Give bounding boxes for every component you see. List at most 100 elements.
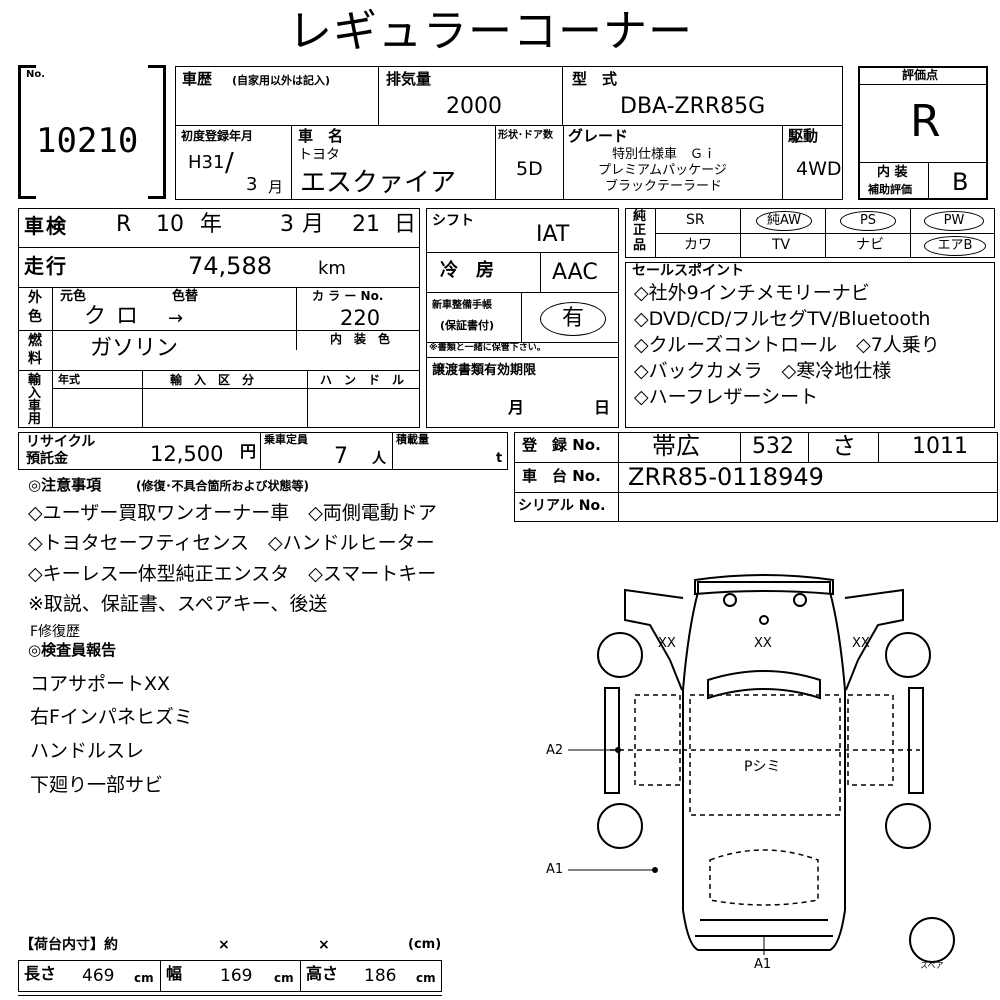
interior-score-value: B [952, 168, 969, 196]
diagram-a1-bottom: A1 [754, 957, 772, 972]
equip-pw: PW [924, 211, 984, 231]
score-box [858, 66, 988, 200]
equipment-side-3: 品 [633, 238, 647, 253]
inspector-label: ◎検査員報告 [28, 641, 117, 659]
recycle-value: 12,500 [150, 442, 224, 466]
notes-sub: (修復･不具合箇所および状態等) [136, 479, 309, 493]
cargo-length-label: 長さ [24, 964, 57, 983]
new-car-manual-value: 有 [540, 302, 606, 336]
ac-value: AAC [552, 260, 598, 285]
registration-label: 登 録 No. [522, 436, 601, 454]
grade-label: グレード [568, 127, 629, 145]
serial-label: シリアル No. [518, 498, 606, 514]
mileage-label: 走行 [24, 254, 68, 278]
equipment-side-1: 純 [633, 209, 647, 224]
ac-label: 冷 房 [440, 260, 494, 281]
cargo-x1: × [218, 937, 230, 953]
drive-value: 4WD [796, 158, 842, 180]
registration-kana: さ [832, 432, 856, 460]
cargo-x2: × [318, 937, 330, 953]
import-handle-label: ハ ン ド ル [320, 373, 405, 387]
cargo-label: 【荷台内寸】約 [20, 937, 118, 953]
note-3: ◇キーレス一体型純正エンスタ ◇スマートキー [28, 563, 437, 585]
page-title: レギュラーコーナー [288, 6, 693, 57]
fuel-value: ガソリン [90, 336, 179, 361]
lot-label: No. [26, 69, 46, 80]
sales-point-3: ◇クルーズコントロール ◇7人乗り [634, 334, 940, 356]
cargo-grid [18, 960, 442, 992]
lot-number: 10210 [36, 121, 139, 161]
first-reg-label: 初度登録年月 [181, 129, 254, 143]
mileage-value: 74,588 [188, 252, 272, 280]
note-1: ◇ユーザー買取ワンオーナー車 ◇両側電動ドア [28, 502, 437, 524]
note-4: ※取説、保証書、スペアキー、後送 [28, 593, 328, 615]
new-car-manual-label1: 新車整備手帳 [432, 300, 492, 311]
color-no-value: 220 [340, 306, 381, 330]
chassis-label: 車 台 No. [522, 467, 601, 485]
exterior-side-1: 外 [28, 290, 42, 306]
equip-sr: SR [686, 212, 705, 228]
diagram-a1-left: A1 [546, 862, 564, 877]
interior-score-label1: 内 装 [877, 165, 908, 180]
capacity-value: 7 [334, 444, 348, 469]
recycle-grid [18, 432, 508, 470]
grade-line3: ブラックテーラード [605, 179, 723, 194]
transfer-docs-day: 日 [594, 398, 611, 417]
inspection-label: 車検 [24, 214, 68, 238]
cargo-width-label: 幅 [166, 964, 183, 983]
inspector-item-2: 右Fインパネヒズミ [30, 706, 193, 728]
new-car-manual-note: ※書類と一緒に保管下さい。 [429, 343, 546, 353]
diagram-p-shimi: Pシミ [744, 759, 781, 775]
equip-alloy-wheel: 純AW [756, 211, 812, 231]
inspector-item-4: 下廻り一部サビ [30, 774, 164, 796]
model-type-value: DBA-ZRR85G [620, 94, 766, 119]
inspection-era: R [116, 212, 132, 237]
equip-navi: ナビ [856, 237, 884, 253]
inspection-month-unit: 月 [302, 212, 325, 237]
inspector-item-1: コアサポートXX [30, 673, 171, 695]
car-name-label: 車 名 [298, 127, 344, 145]
import-class-label: 輸 入 区 分 [170, 373, 255, 387]
import-year-label: 年式 [58, 373, 80, 386]
car-maker: トヨタ [298, 147, 340, 163]
inspection-month: 3 [280, 212, 294, 237]
inspection-day: 21 [352, 212, 380, 237]
fuel-side-2: 料 [28, 351, 42, 367]
diagram-xx-left: XX [658, 636, 676, 651]
inspection-day-unit: 日 [394, 212, 417, 237]
car-name: エスクァイア [300, 168, 457, 198]
diagram-xx-center: XX [754, 636, 772, 651]
model-type-label: 型 式 [572, 70, 618, 88]
displacement-value: 2000 [446, 94, 502, 119]
note-2: ◇トヨタセーフティセンス ◇ハンドルヒーター [28, 532, 435, 554]
capacity-unit: 人 [372, 451, 386, 467]
history-label: 車歴 [182, 70, 213, 88]
displacement-label: 排気量 [386, 70, 432, 88]
new-car-manual-label2: (保証書付) [440, 319, 495, 332]
chassis-value: ZRR85-0118949 [628, 463, 824, 491]
equip-leather: カワ [684, 237, 712, 253]
cargo-height-cm: cm [416, 971, 436, 985]
interior-score-label2: 補助評価 [868, 183, 912, 196]
inspector-item-3: ハンドルスレ [30, 740, 145, 762]
note-5: F修復歴 [30, 624, 81, 640]
doors-value: 5D [516, 158, 543, 180]
load-label: 積載量 [396, 433, 429, 446]
registration-place: 帯広 [652, 432, 700, 460]
color-no-label: カ ラ ー No. [312, 289, 384, 303]
car-damage-diagram [568, 574, 955, 963]
diagram-spare: スペア [920, 961, 944, 970]
sales-point-2: ◇DVD/CD/フルセグTV/Bluetooth [634, 308, 931, 330]
vehicle-detail-grid [18, 208, 420, 428]
first-reg-era: H31 [188, 152, 225, 173]
diagram-xx-right: XX [852, 636, 870, 651]
score-value: R [910, 96, 941, 147]
orig-color-value: クロ [84, 304, 149, 329]
transfer-docs-month: 月 [508, 398, 525, 417]
import-side: 輸入車用 [28, 373, 42, 427]
sales-point-5: ◇ハーフレザーシート [634, 386, 819, 408]
color-arrow: → [168, 308, 184, 329]
capacity-label: 乗車定員 [264, 433, 308, 446]
grade-line2: プレミアムパッケージ [598, 163, 727, 178]
lot-box [18, 65, 166, 199]
